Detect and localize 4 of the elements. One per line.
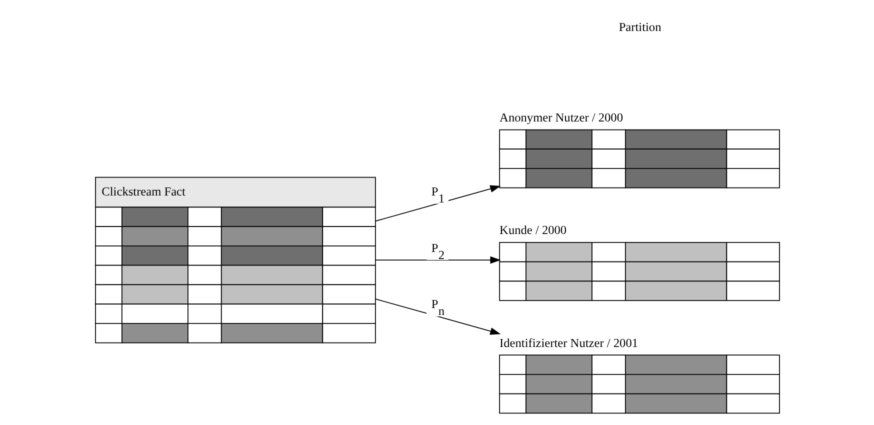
node-label: Identifizierter Nutzer / 2001 bbox=[499, 336, 638, 350]
node-label: Anonymer Nutzer / 2000 bbox=[499, 110, 623, 125]
node-label: Kunde / 2000 bbox=[499, 223, 566, 238]
label: Partition bbox=[618, 20, 661, 34]
